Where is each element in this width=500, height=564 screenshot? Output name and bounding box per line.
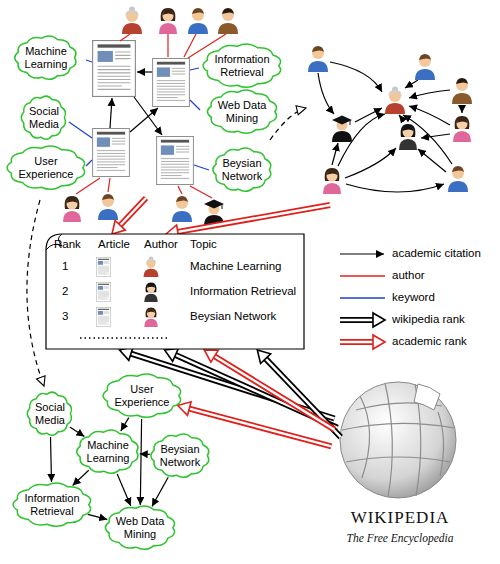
keyword-cloud: Web Data Mining [206,88,279,135]
legend-text: academic citation [392,247,481,259]
citation-line [140,419,141,505]
cloud-outline [22,96,66,139]
legend-text: author [392,269,425,281]
keyword-cloud: Beysian Network [211,146,273,193]
rank-number: 2 [62,285,68,297]
cloud-outline [15,36,76,79]
citation-line [88,514,107,519]
keyword-cloud: Machine Learning [75,428,141,475]
citation-line [73,470,89,485]
table-header: Article [98,238,130,250]
rank-arrowhead [178,402,191,416]
cloud-outline [213,148,271,191]
legend-text: keyword [392,291,435,303]
rank-arrowhead [257,350,270,364]
keyword-cloud: User Experience [6,144,87,191]
legend-text: academic rank [392,335,467,347]
table-header: Author [144,238,178,250]
citation-arrow [121,418,129,431]
keyword-text: Beysian Network [155,443,205,468]
keyword-text: Social Media [24,105,64,130]
keyword-text: Web Data Mining [217,99,267,124]
rank-arrow-shaft [189,409,331,447]
citation-arrow [140,419,141,505]
cloud-outline [103,374,180,417]
keyword-text: User Experience [15,155,77,180]
cloud-outline [28,392,72,435]
citation-line [121,418,129,431]
cloud-outline [203,44,280,87]
citation-arrow [70,427,85,437]
keyword-text: Beysian Network [217,157,267,182]
rank-table: Rank Article Author Topic 1 2 3 Machine Learnin… [40,226,305,350]
citation-line [117,474,131,506]
cloud-outline [105,506,174,549]
keyword-cloud: Machine Learning [13,34,79,81]
keyword-text: Information Retrieval [21,492,83,517]
legend-text: wikipedia rank [392,313,465,325]
logo-wordmark: WIKIPEDIA [322,508,478,528]
table-header: Rank [54,238,81,250]
citation-arrow [73,470,89,485]
rank-arrowhead [204,350,218,362]
keyword-cloud: Information Retrieval [202,42,283,89]
citation-arrow [88,514,107,519]
cloud-outline [13,483,90,526]
citation-arrow [117,474,131,506]
keyword-text: Social Media [30,401,70,426]
keyword-cloud: User Experience [102,372,183,419]
citation-line [51,437,52,482]
citation-arrow [140,453,150,455]
keyword-cloud: Social Media [19,94,68,141]
cloud-outline [77,430,138,473]
topic-cell: Beysian Network [190,310,276,322]
keyword-text: Machine Learning [20,45,72,70]
citation-line [152,477,168,506]
logo-tagline: The Free Encyclopedia [322,532,478,544]
rank-arrowhead [165,349,179,362]
table-header: Topic [190,238,217,250]
keyword-cloud: Beysian Network [149,432,211,479]
keyword-text: Machine Learning [82,439,134,464]
rank-number: 3 [62,310,68,322]
citation-arrow [152,477,168,506]
keyword-cloud: Social Media [25,390,74,437]
keyword-cloud: Information Retrieval [12,481,93,528]
topic-cell: Machine Learning [190,260,281,272]
keyword-text: Web Data Mining [115,515,165,540]
citation-line [70,427,85,437]
cloud-outline [207,90,276,133]
cloud-outline [151,434,209,477]
keyword-cloud: Web Data Mining [104,504,177,551]
keyword-text: User Experience [111,383,173,408]
cloud-outline [7,146,84,189]
keyword-text: Information Retrieval [211,53,273,78]
rank-arrow-shaft [189,409,331,447]
citation-arrow [51,437,52,482]
topic-cell: Information Retrieval [190,285,296,297]
wikipedia-logo: WIKIPEDIA The Free Encyclopedia [322,372,478,558]
citation-line [140,453,150,455]
rank-number: 1 [62,260,68,272]
